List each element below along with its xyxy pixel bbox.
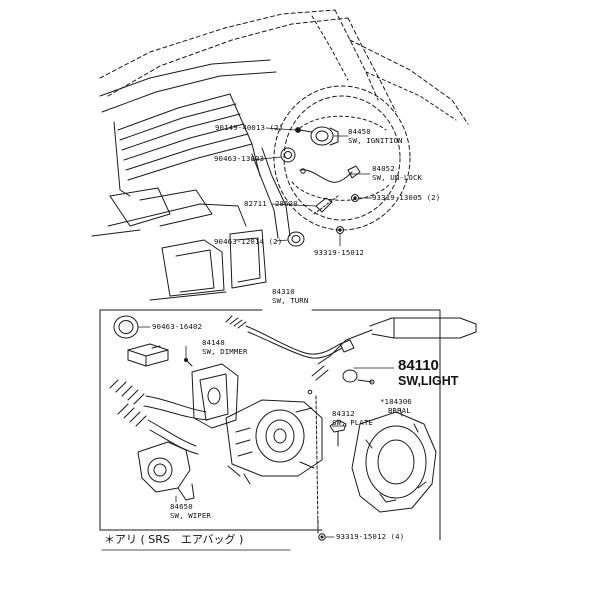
bracket-82711-part [313, 195, 339, 215]
label-84310: 84310 [272, 287, 295, 296]
upper-leader-lines [251, 127, 373, 247]
label-brral: BRRAL [388, 406, 411, 415]
footnote-srs-airbag: ＊アリ ( SRS エアバッグ ) [104, 533, 244, 546]
label-sw-turn: SW, TURN [272, 296, 309, 305]
label-84450: 84450 [348, 127, 371, 136]
ignition-switch-part [295, 126, 339, 146]
label-84306: *184306 [380, 397, 412, 406]
label-93319-13005: 93319-13005 (2) [372, 193, 441, 202]
label-sw-dimmer: SW, DIMMER [202, 347, 248, 356]
unlock-switch-part [299, 165, 361, 183]
label-sw-unlock: SW, UN-LOCK [372, 173, 423, 182]
dimmer-housing [191, 363, 239, 429]
label-90149: 90149-40013 (2) [215, 123, 284, 132]
label-84312: 84312 [332, 409, 355, 418]
label-84650: 84650 [170, 502, 193, 511]
grommet-90463-part [113, 315, 151, 339]
label-sw-wiper: SW, WIPER [170, 511, 211, 520]
label-93319-15012-lower: 93319-15012 (4) [336, 532, 405, 541]
ring-90463-lower-part [287, 231, 305, 247]
label-82711: 82711 [244, 199, 267, 208]
label-84110: 84110 [398, 357, 439, 374]
label-sw-light: SW,LIGHT [398, 374, 459, 388]
dimmer-switch-part [127, 343, 193, 367]
dashboard-illustration [91, 9, 469, 301]
label-sw-ignition: SW, IGNITION [348, 136, 403, 145]
label-84140: 84140 [202, 338, 225, 347]
label-sw-plate: SW, PLATE [332, 418, 373, 427]
bottom-screw [315, 395, 335, 541]
lower-frame [99, 309, 441, 541]
combination-switch-body [225, 399, 323, 485]
label-28620: 28620 [275, 199, 298, 208]
light-switch-stalk [307, 317, 477, 395]
label-84052: 84052 [372, 164, 395, 173]
label-90463-16402: 90463-16402 [152, 322, 203, 331]
label-90463-12014: 90463-12014 (2) [214, 237, 283, 246]
label-93319-15012-upper: 93319-15012 [314, 248, 365, 257]
ring-90463-part [280, 147, 296, 163]
screw-93319-parts [336, 194, 359, 234]
wiper-switch-part [109, 379, 209, 501]
plate-screw-part [329, 419, 347, 447]
spiral-cable-part [351, 411, 437, 513]
lower-leader-lines [175, 345, 403, 503]
label-90463-13003: 90463-13003 [214, 154, 265, 163]
